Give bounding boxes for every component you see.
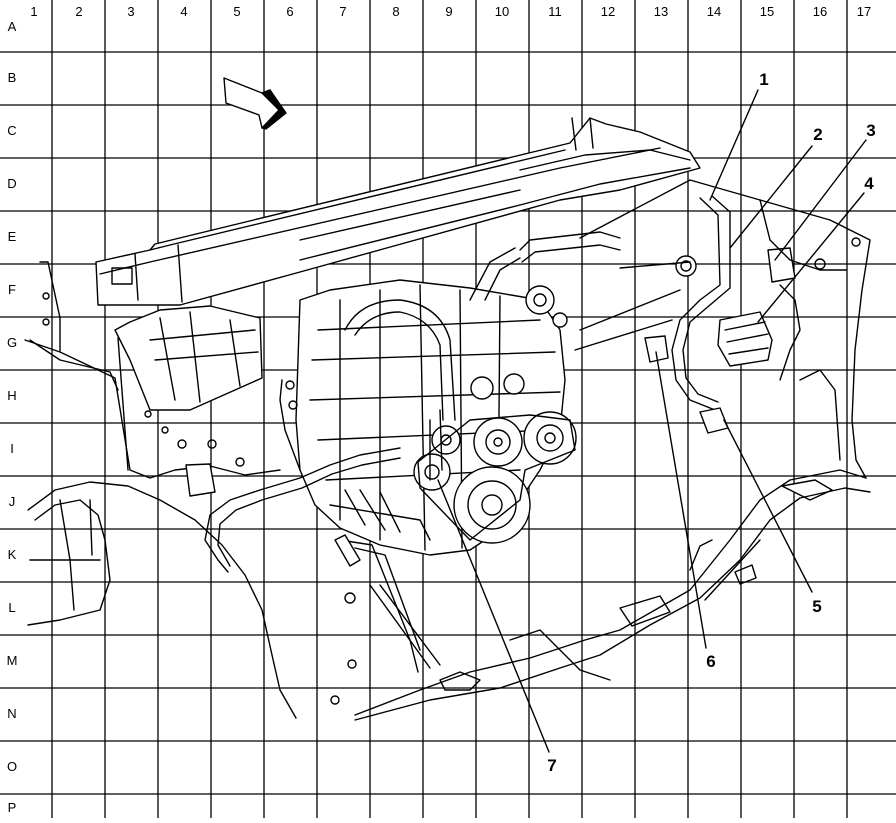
grid-column-labels: 1 2 3 4 5 6 7 8 9 10 11 12 13 14 15 16 1… [30, 4, 871, 19]
lower-frame-crossmember [354, 469, 871, 721]
engine-compartment-drawing [24, 77, 871, 753]
grid-col-label: 2 [75, 4, 82, 19]
leader-line-7 [437, 479, 550, 753]
grid-col-label: 5 [233, 4, 240, 19]
grid-col-label: 11 [548, 4, 562, 19]
grid-col-label: 14 [707, 4, 721, 19]
leader-line-1 [709, 89, 759, 201]
engine-assembly [295, 231, 621, 556]
leader-line-2 [729, 145, 813, 249]
crank-pulley [453, 466, 531, 544]
harness-grommet [675, 255, 697, 277]
grid-col-label: 12 [601, 4, 615, 19]
grid-row-label: O [7, 759, 17, 774]
grid-row-label: B [8, 70, 17, 85]
grid-col-label: 15 [760, 4, 774, 19]
view-direction-arrow-icon [223, 77, 287, 130]
callout-2: 2 [813, 125, 822, 144]
alternator-pulley [473, 417, 523, 467]
callout-1: 1 [759, 70, 768, 89]
underhood-fuse-block [717, 247, 801, 381]
left-wheelhouse-liner [27, 481, 297, 719]
leader-line-6 [655, 351, 707, 649]
grid-row-label: N [7, 706, 16, 721]
left-frame-rail [24, 261, 281, 479]
grid-row-label: D [7, 176, 16, 191]
grid-row-label: L [8, 600, 15, 615]
callout-4: 4 [864, 174, 874, 193]
grid-col-label: 4 [180, 4, 187, 19]
grid-row-label: P [8, 800, 17, 815]
grid-row-label: F [8, 282, 16, 297]
grid-col-label: 13 [654, 4, 668, 19]
right-engine-harness [574, 195, 731, 434]
lower-tie-bar [330, 534, 441, 705]
callout-7: 7 [547, 756, 556, 775]
grid-row-label: E [8, 229, 17, 244]
grid-col-label: 9 [445, 4, 452, 19]
grid-col-label: 6 [286, 4, 293, 19]
grid-col-label: 7 [339, 4, 346, 19]
grid-row-label: G [7, 335, 17, 350]
leader-line-4 [757, 192, 865, 323]
grid-row-label: C [7, 123, 16, 138]
right-fender-apron [579, 179, 871, 501]
wiring-harness [185, 379, 401, 573]
leader-line-3 [774, 139, 867, 261]
grid-col-label: 8 [392, 4, 399, 19]
callout-3: 3 [866, 121, 875, 140]
grid-col-label: 17 [857, 4, 871, 19]
callout-5: 5 [812, 597, 821, 616]
grid-row-label: H [7, 388, 16, 403]
callout-6: 6 [706, 652, 715, 671]
grid-col-label: 3 [127, 4, 134, 19]
grid-row-labels: A B C D E F G H I J K L M N O P [7, 19, 18, 815]
radiator-support-upper [95, 117, 701, 306]
power-steering-pulley [523, 411, 577, 465]
grid-col-label: 16 [813, 4, 827, 19]
callout-labels: 1 2 3 4 5 6 7 [547, 70, 875, 775]
grid-row-label: I [10, 441, 14, 456]
grid-row-label: A [8, 19, 17, 34]
grid-row-label: J [9, 494, 16, 509]
grid-col-label: 1 [30, 4, 37, 19]
callout-leader-lines [437, 89, 867, 753]
grid-row-label: M [7, 653, 18, 668]
idler-pulley [413, 453, 451, 491]
grid-row-label: K [8, 547, 17, 562]
leader-line-5 [723, 419, 813, 593]
grid-col-label: 10 [495, 4, 509, 19]
